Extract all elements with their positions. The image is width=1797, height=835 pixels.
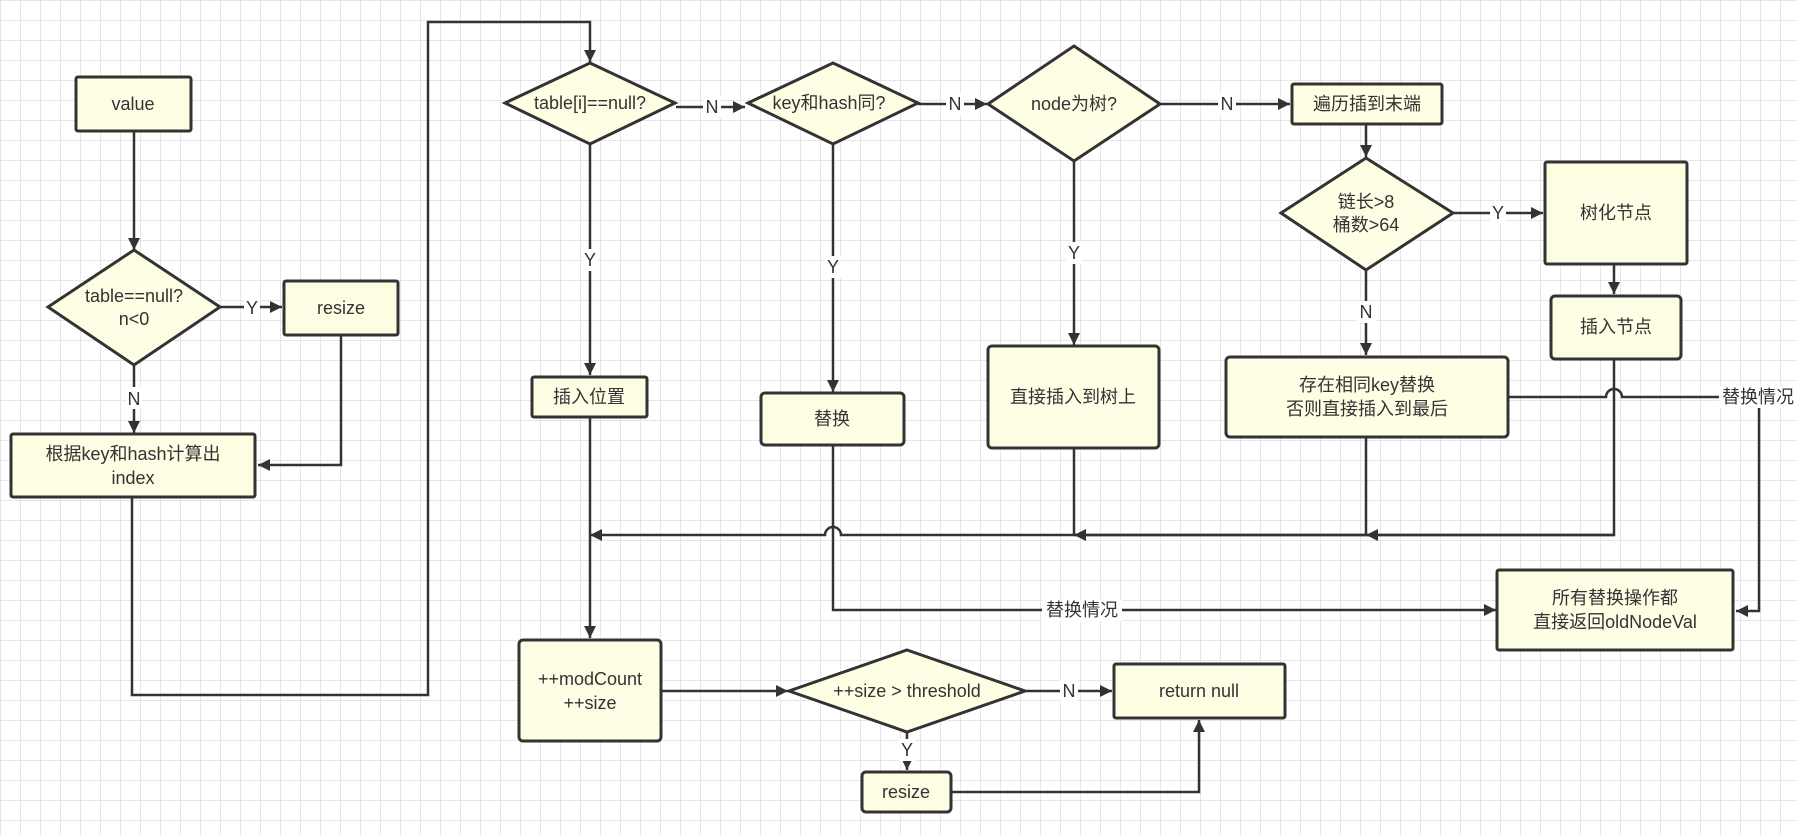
node-all-replace-label-line1: 所有替换操作都: [1552, 588, 1678, 608]
node-insert-node-label: 插入节点: [1580, 317, 1652, 337]
node-check-tree[interactable]: node为树?: [985, 44, 1163, 163]
node-insert-node[interactable]: 插入节点: [1549, 294, 1683, 361]
node-all-replace[interactable]: 所有替换操作都 直接返回oldNodeVal: [1495, 568, 1735, 652]
node-replace-or-append-label-line1: 存在相同key替换: [1299, 375, 1435, 395]
node-check-slot-label: table[i]==null?: [534, 93, 646, 113]
edge-replace-or-append-to-all: [1508, 387, 1761, 617]
node-compute-index-label-line2: index: [111, 468, 154, 488]
node-check-key-label: key和hash同?: [772, 93, 885, 113]
edge-label-replace-case-right: 替换情况: [1722, 387, 1794, 407]
edge-label-threshold-no: N: [1063, 681, 1076, 701]
node-replace[interactable]: 替换: [759, 391, 906, 447]
edge-compute-to-check-slot: [130, 20, 596, 697]
node-all-replace-label-line2: 直接返回oldNodeVal: [1533, 612, 1697, 632]
edge-label-check-key-no: N: [949, 94, 962, 114]
nodes: value table==null? n<0 resize 根据key和hash…: [9, 44, 1735, 814]
edge-label-check-slot-yes: Y: [584, 250, 596, 270]
node-check-table-label-line2: n<0: [119, 309, 150, 329]
node-check-length-label-line1: 链长>8: [1338, 192, 1395, 212]
node-mod-count[interactable]: ++modCount ++size: [517, 638, 663, 743]
node-check-tree-label: node为树?: [1031, 94, 1117, 114]
node-treeify-label: 树化节点: [1580, 203, 1652, 223]
node-check-table-label-line1: table==null?: [85, 286, 183, 306]
node-check-length-label-line2: 桶数>64: [1333, 215, 1400, 235]
node-check-length[interactable]: 链长>8 桶数>64: [1278, 156, 1456, 272]
edge-resize-to-return: [952, 720, 1205, 794]
node-traverse-tail[interactable]: 遍历插到末端: [1290, 82, 1444, 126]
edge-label-length-yes: Y: [1492, 203, 1504, 223]
node-insert-tree-label: 直接插入到树上: [1010, 387, 1136, 407]
node-insert-pos[interactable]: 插入位置: [530, 375, 649, 419]
edge-label-check-table-yes: Y: [246, 298, 258, 318]
node-replace-or-append[interactable]: 存在相同key替换 否则直接插入到最后: [1224, 355, 1510, 439]
node-replace-or-append-label-line2: 否则直接插入到最后: [1286, 399, 1448, 419]
node-value[interactable]: value: [74, 75, 193, 133]
edge-label-check-slot-no: N: [706, 97, 719, 117]
node-check-threshold-label: ++size > threshold: [833, 681, 981, 701]
node-check-slot[interactable]: table[i]==null?: [501, 61, 679, 146]
edge-label-threshold-yes: Y: [901, 740, 913, 760]
edge-replace-to-all: [831, 446, 1496, 616]
node-check-key[interactable]: key和hash同?: [744, 61, 922, 146]
edge-label-check-key-yes: Y: [827, 257, 839, 277]
node-resize-top-label: resize: [317, 298, 365, 318]
edge-label-length-no: N: [1360, 302, 1373, 322]
node-resize-bottom[interactable]: resize: [860, 770, 953, 814]
node-check-table[interactable]: table==null? n<0: [45, 248, 223, 367]
edge-label-check-table-no: N: [128, 389, 141, 409]
node-insert-pos-label: 插入位置: [553, 387, 625, 407]
node-treeify[interactable]: 树化节点: [1543, 160, 1689, 266]
node-resize-top[interactable]: resize: [282, 279, 400, 337]
node-mod-count-label-line2: ++size: [563, 693, 616, 713]
node-replace-label: 替换: [814, 409, 850, 429]
edge-label-check-tree-yes: Y: [1068, 243, 1080, 263]
node-mod-count-label-line1: ++modCount: [538, 669, 642, 689]
node-traverse-tail-label: 遍历插到末端: [1313, 94, 1421, 114]
node-resize-bottom-label: resize: [882, 782, 930, 802]
edge-labels: Y N N N N Y N Y Y Y 替换情况 替换情况 N Y: [126, 93, 1797, 761]
edge-label-check-tree-no: N: [1221, 94, 1234, 114]
node-compute-index[interactable]: 根据key和hash计算出 index: [9, 432, 257, 499]
edge-replace-or-append-merge: [1074, 438, 1368, 541]
node-compute-index-label-line1: 根据key和hash计算出: [45, 444, 220, 464]
node-return-null[interactable]: return null: [1112, 662, 1287, 720]
edge-resize-to-compute: [258, 335, 343, 471]
edge-label-replace-case-bottom: 替换情况: [1046, 600, 1118, 620]
node-value-label: value: [111, 94, 154, 114]
node-check-threshold[interactable]: ++size > threshold: [784, 648, 1030, 734]
node-insert-tree[interactable]: 直接插入到树上: [986, 344, 1161, 450]
node-return-null-label: return null: [1159, 681, 1239, 701]
